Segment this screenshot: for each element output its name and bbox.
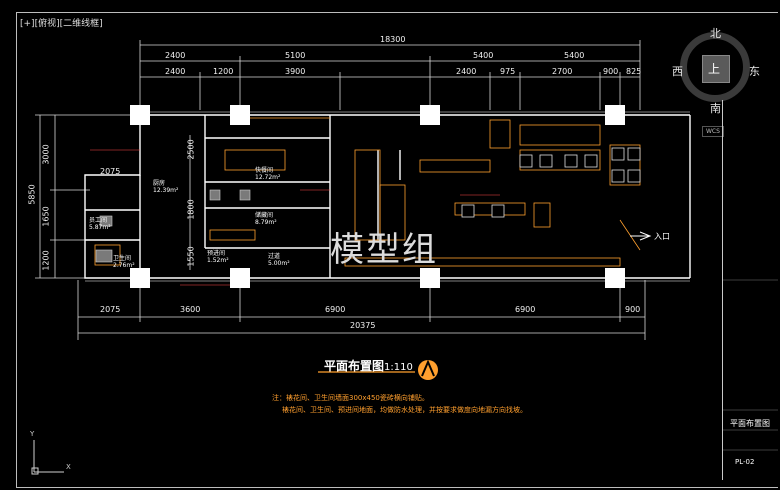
watermark: 模型组	[330, 230, 438, 270]
structural-column	[230, 268, 250, 288]
drawing-number: PL-02	[735, 458, 755, 466]
dim-top-row1: 5400	[564, 51, 585, 60]
fixtures	[95, 189, 251, 263]
dim-top-row2: 975	[500, 67, 516, 76]
plan-title-text: 平面布置图	[324, 359, 385, 373]
plan-title-badge	[418, 359, 438, 380]
structural-column	[130, 268, 150, 288]
view-cube-west[interactable]: 西	[672, 65, 683, 78]
ucs-x-label: X	[66, 463, 71, 471]
annotation-leaders	[90, 149, 500, 286]
room-label-entrance: 入口	[654, 232, 670, 241]
dim-top-row2: 2400	[456, 67, 477, 76]
view-cube-top-label[interactable]: 上	[708, 62, 721, 76]
wcs-menu[interactable]: WCS	[702, 126, 724, 137]
title-block-lines	[722, 279, 778, 451]
dim-left-mid: 2075	[100, 167, 121, 176]
ucs-y-label: Y	[30, 430, 35, 438]
structural-column	[605, 105, 625, 125]
dim-bottom-row1: 6900	[325, 305, 346, 314]
dim-top-total: 18300	[380, 35, 406, 44]
title-block	[722, 100, 779, 480]
dim-top-row2: 3900	[285, 67, 306, 76]
dim-bottom-total: 20375	[350, 321, 376, 330]
dim-top-row2: 1200	[213, 67, 234, 76]
dim-bottom-row1: 3600	[180, 305, 201, 314]
dim-left-inner: 1200	[41, 250, 51, 271]
dining-tables	[461, 147, 641, 218]
bottom-dimension-lines	[77, 280, 646, 340]
entrance-arrow	[630, 231, 652, 241]
furniture	[94, 117, 641, 267]
frame-top	[16, 12, 778, 13]
dim-top-row1: 5400	[473, 51, 494, 60]
drawing-name: 平面布置图	[730, 419, 770, 428]
plan-scale: 1:110	[384, 362, 413, 373]
dim-left-outer: 5850	[27, 184, 37, 205]
structural-column	[605, 268, 625, 288]
note-line-2: 裱花间、卫生间、预进间地面，均做防水处理，并按要求做度向地漏方向找坡。	[282, 406, 527, 414]
dim-top-row2: 825	[626, 67, 642, 76]
dim-left-inner: 3000	[41, 144, 51, 165]
frame-left	[16, 12, 17, 488]
dim-bottom-row1: 900	[625, 305, 641, 314]
ucs-icon	[31, 440, 64, 475]
view-cube-south[interactable]: 南	[710, 102, 721, 115]
top-dimension-lines	[139, 40, 641, 110]
dim-mid-vertical: 2500	[186, 139, 196, 160]
structural-column	[420, 268, 440, 288]
note-line-1: 注：裱花间、卫生间墙面300x450瓷砖横向铺贴。	[272, 394, 429, 402]
dim-top-row1: 2400	[165, 51, 186, 60]
dim-top-row2: 2700	[552, 67, 573, 76]
dim-top-row2: 900	[603, 67, 619, 76]
dim-top-row2: 2400	[165, 67, 186, 76]
structural-column	[420, 105, 440, 125]
frame-bottom	[16, 487, 778, 488]
viewport-label[interactable]: [+][俯视][二维线框]	[20, 19, 103, 29]
dim-mid-vertical: 1800	[186, 199, 196, 220]
view-cube-face[interactable]	[702, 55, 730, 83]
dim-top-row1: 5100	[285, 51, 306, 60]
dim-bottom-row1: 2075	[100, 305, 121, 314]
plan-title: 平面布置图1:110	[324, 357, 413, 374]
dim-bottom-row1: 6900	[515, 305, 536, 314]
view-cube-north[interactable]: 北	[710, 27, 721, 40]
view-cube-east[interactable]: 东	[749, 65, 760, 78]
dim-left-inner: 1650	[41, 206, 51, 227]
structural-column	[230, 105, 250, 125]
dim-mid-vertical: 1550	[186, 246, 196, 267]
structural-column	[130, 105, 150, 125]
view-cube-ring[interactable]	[680, 32, 750, 102]
